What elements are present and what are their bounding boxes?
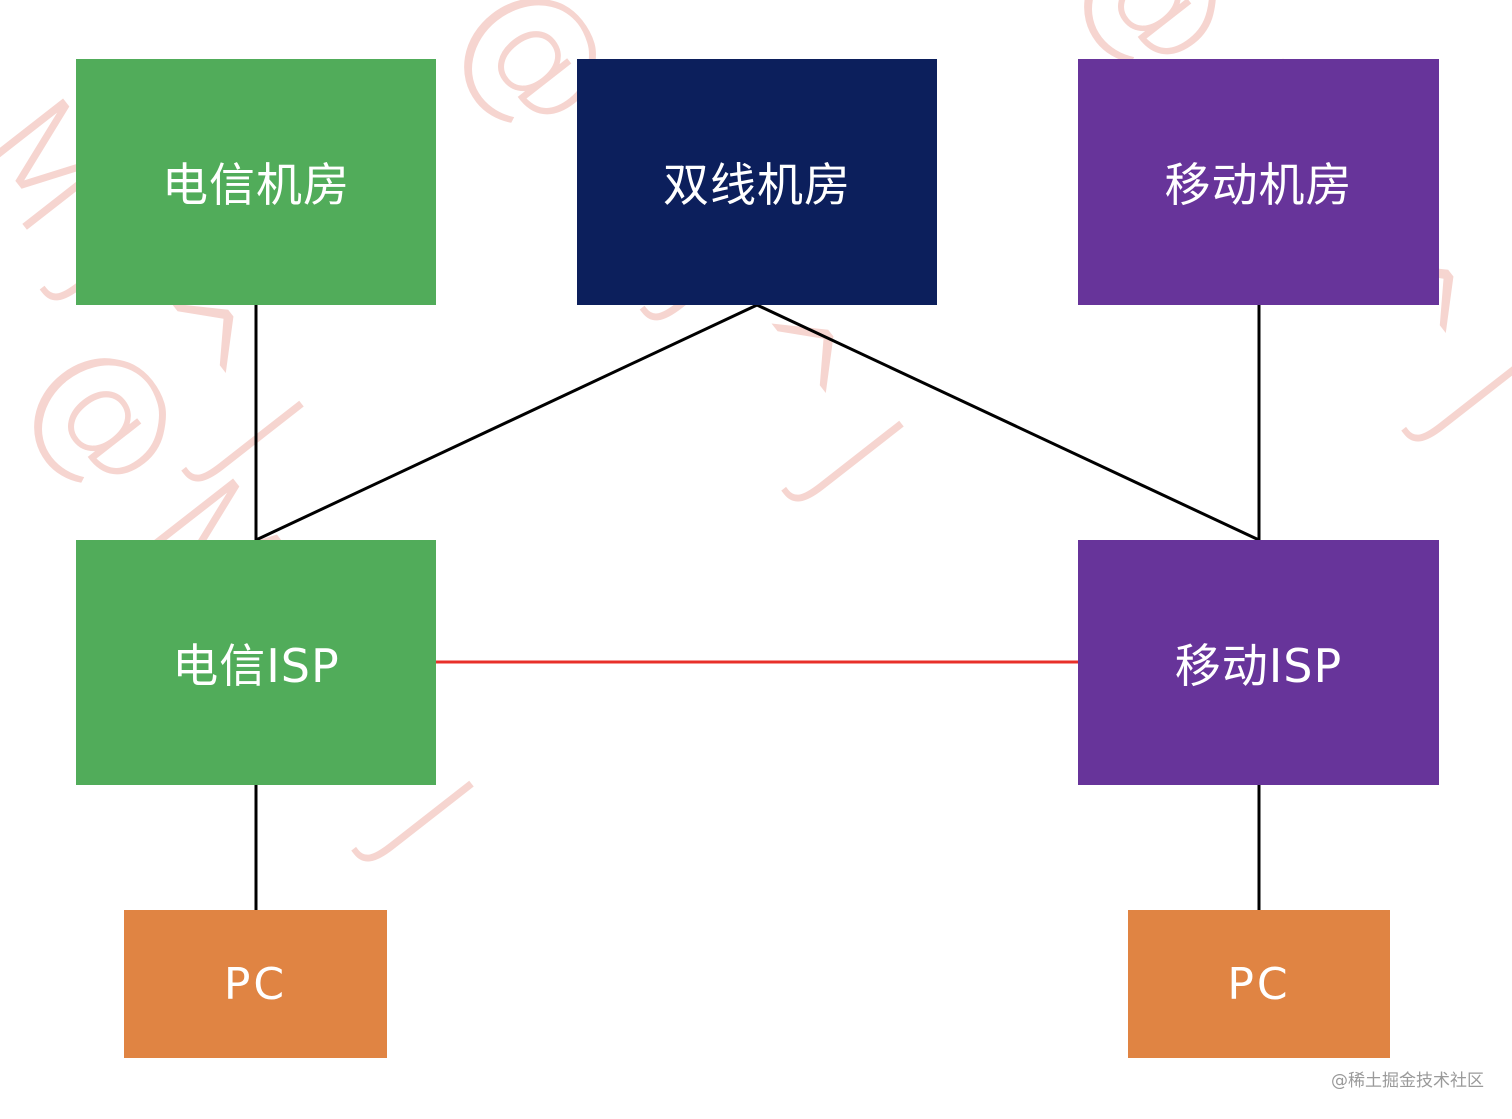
node-pc-left: PC xyxy=(124,910,387,1058)
node-mobile-isp: 移动ISP xyxy=(1078,540,1439,785)
edge-dual-room-to-mobile-isp xyxy=(756,303,1260,542)
node-label: 电信ISP xyxy=(172,638,340,693)
node-label: 电信机房 xyxy=(162,158,350,212)
source-credit: @稀土掘金技术社区 xyxy=(1331,1071,1484,1091)
node-telecom-isp: 电信ISP xyxy=(76,540,436,785)
node-label: 移动机房 xyxy=(1164,158,1353,212)
node-mobile-room: 移动机房 xyxy=(1078,59,1439,305)
node-telecom-room: 电信机房 xyxy=(76,59,436,305)
node-label: 移动ISP xyxy=(1174,638,1343,693)
node-label: PC xyxy=(1227,958,1291,1010)
edge-dual-room-to-telecom-isp xyxy=(255,303,758,542)
node-dual-line-room: 双线机房 xyxy=(577,59,937,305)
node-label: 双线机房 xyxy=(663,158,851,212)
node-pc-right: PC xyxy=(1128,910,1390,1058)
node-label: PC xyxy=(223,958,288,1010)
